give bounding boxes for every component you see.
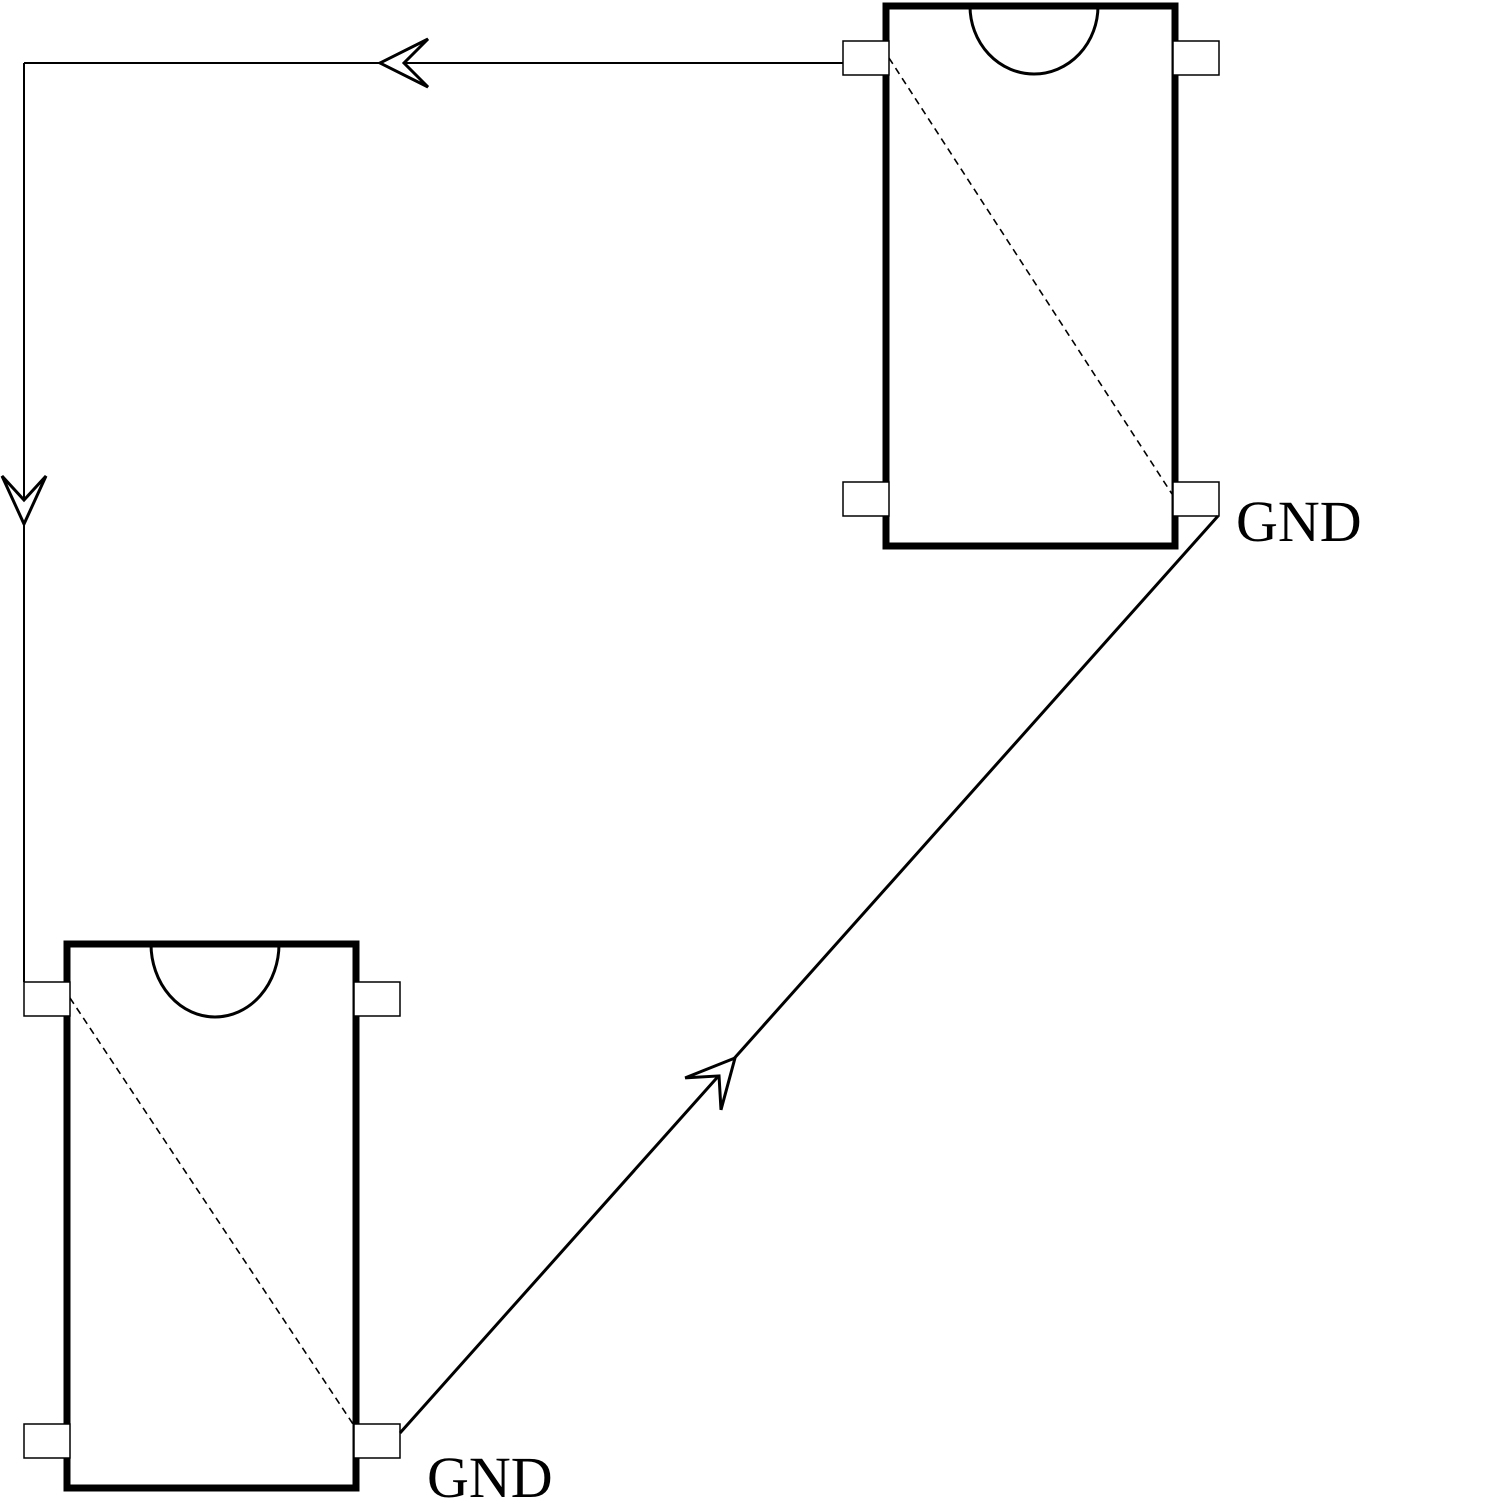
- wire-upper-to-lower: [23, 62, 843, 982]
- pin-lower-top-right: [353, 981, 401, 1017]
- ic-diagonal-upper: [888, 57, 1173, 495]
- pin-upper-bottom-left: [842, 481, 890, 517]
- ic-notch-upper: [968, 5, 1100, 76]
- wire-diagonal-return: [398, 515, 1220, 1434]
- arrowhead-left-icon: [376, 37, 430, 89]
- ic-notch-lower: [149, 943, 281, 1019]
- pin-lower-bottom-left: [23, 1423, 71, 1459]
- ic-body-upper: [882, 2, 1179, 550]
- pin-upper-bottom-right: [1172, 481, 1220, 517]
- pin-upper-top-left: [842, 40, 890, 76]
- pin-lower-bottom-right: [353, 1423, 401, 1459]
- pin-upper-top-right: [1172, 40, 1220, 76]
- gnd-label-lower: GND: [427, 1445, 553, 1503]
- gnd-label-upper: GND: [1236, 489, 1362, 554]
- pin-lower-top-left: [23, 981, 71, 1017]
- ic-package-upper: [842, 2, 1220, 550]
- ic-package-lower: [23, 940, 401, 1492]
- ic-body-lower: [63, 940, 360, 1492]
- arrowhead-up-right-icon: [684, 1055, 738, 1111]
- arrowhead-down-icon: [0, 474, 48, 528]
- ic-diagonal-lower: [69, 997, 354, 1425]
